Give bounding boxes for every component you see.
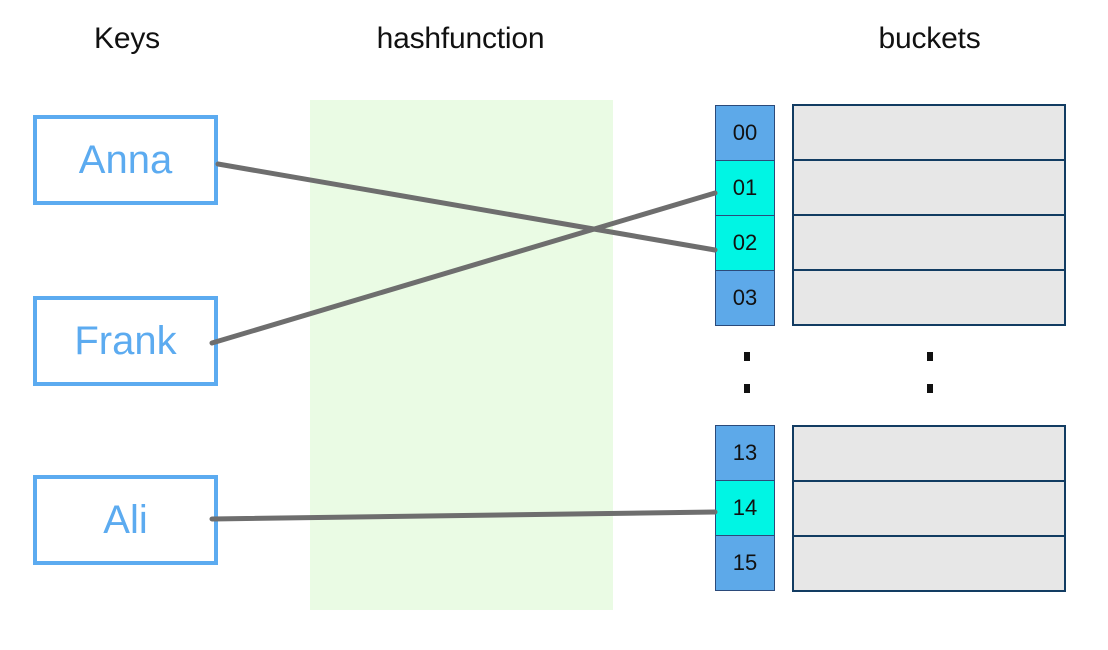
- ellipsis-dot: [744, 352, 750, 361]
- index-cell-label: 02: [732, 230, 758, 255]
- index-cell-label: 00: [732, 120, 758, 145]
- bucket-row[interactable]: [792, 269, 1066, 326]
- ellipsis-dot: [927, 384, 933, 393]
- column-header-hashfunction: hashfunction: [376, 22, 545, 55]
- key-box-frank[interactable]: Frank: [33, 296, 218, 386]
- ellipsis-dot: [927, 352, 933, 361]
- index-cell-13[interactable]: 13: [715, 425, 775, 481]
- index-cell-label: 14: [732, 495, 758, 520]
- ellipsis-bucket-column: [925, 352, 935, 393]
- key-label: Anna: [78, 138, 173, 182]
- bucket-row[interactable]: [792, 159, 1066, 216]
- index-cell-14[interactable]: 14: [715, 480, 775, 536]
- index-cell-15[interactable]: 15: [715, 535, 775, 591]
- index-cell-00[interactable]: 00: [715, 105, 775, 161]
- index-cell-01[interactable]: 01: [715, 160, 775, 216]
- bucket-row[interactable]: [792, 425, 1066, 482]
- index-cell-02[interactable]: 02: [715, 215, 775, 271]
- index-cell-label: 15: [732, 550, 758, 575]
- key-box-ali[interactable]: Ali: [33, 475, 218, 565]
- hashfunction-region: [310, 100, 613, 610]
- index-cell-03[interactable]: 03: [715, 270, 775, 326]
- key-box-anna[interactable]: Anna: [33, 115, 218, 205]
- index-cell-label: 01: [732, 175, 758, 200]
- bucket-column-bottom: [792, 425, 1066, 592]
- index-column-top: 00 01 02 03: [715, 105, 775, 326]
- bucket-row[interactable]: [792, 104, 1066, 161]
- bucket-column-top: [792, 104, 1066, 326]
- column-header-keys: Keys: [94, 22, 160, 55]
- index-cell-label: 13: [732, 440, 758, 465]
- index-column-bottom: 13 14 15: [715, 425, 775, 591]
- ellipsis-dot: [744, 384, 750, 393]
- bucket-row[interactable]: [792, 480, 1066, 537]
- bucket-row[interactable]: [792, 214, 1066, 271]
- key-label: Frank: [74, 319, 177, 363]
- column-header-buckets: buckets: [878, 22, 981, 55]
- bucket-row[interactable]: [792, 535, 1066, 592]
- key-label: Ali: [103, 498, 148, 542]
- ellipsis-index-column: [742, 352, 752, 393]
- index-cell-label: 03: [732, 285, 758, 310]
